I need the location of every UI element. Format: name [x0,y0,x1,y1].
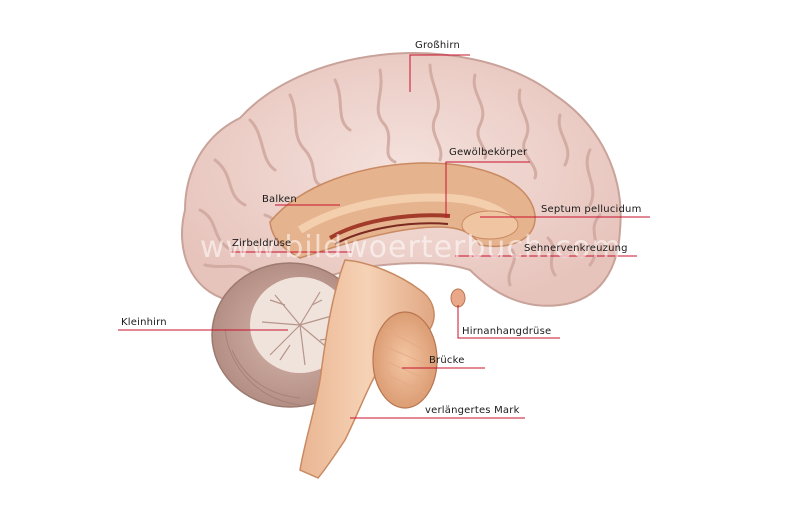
label-grosshirn: Großhirn [415,40,461,51]
gyri [198,63,602,287]
label-septum-pellucidum: Septum pellucidum [541,204,642,215]
line-gewoelbe [445,161,530,218]
label-kleinhirn: Kleinhirn [121,317,167,328]
line-grosshirn [409,54,470,92]
pituitary-shape [450,288,466,308]
pons-shape [372,311,438,409]
line-hypophyse [457,305,560,339]
leader-lines [118,54,650,419]
arbor-vitae [261,291,336,366]
label-balken: Balken [262,194,297,205]
label-bruecke: Brücke [429,355,465,366]
label-hirnanhangdruese: Hirnanhangdrüse [462,326,552,337]
label-verlaengertes-mark: verlängertes Mark [425,405,520,416]
label-zirbeldruese: Zirbeldrüse [232,238,292,249]
label-gewoelbekoerper: Gewölbekörper [449,147,528,158]
label-sehnervenkreuzung: Sehnervenkreuzung [524,243,628,254]
